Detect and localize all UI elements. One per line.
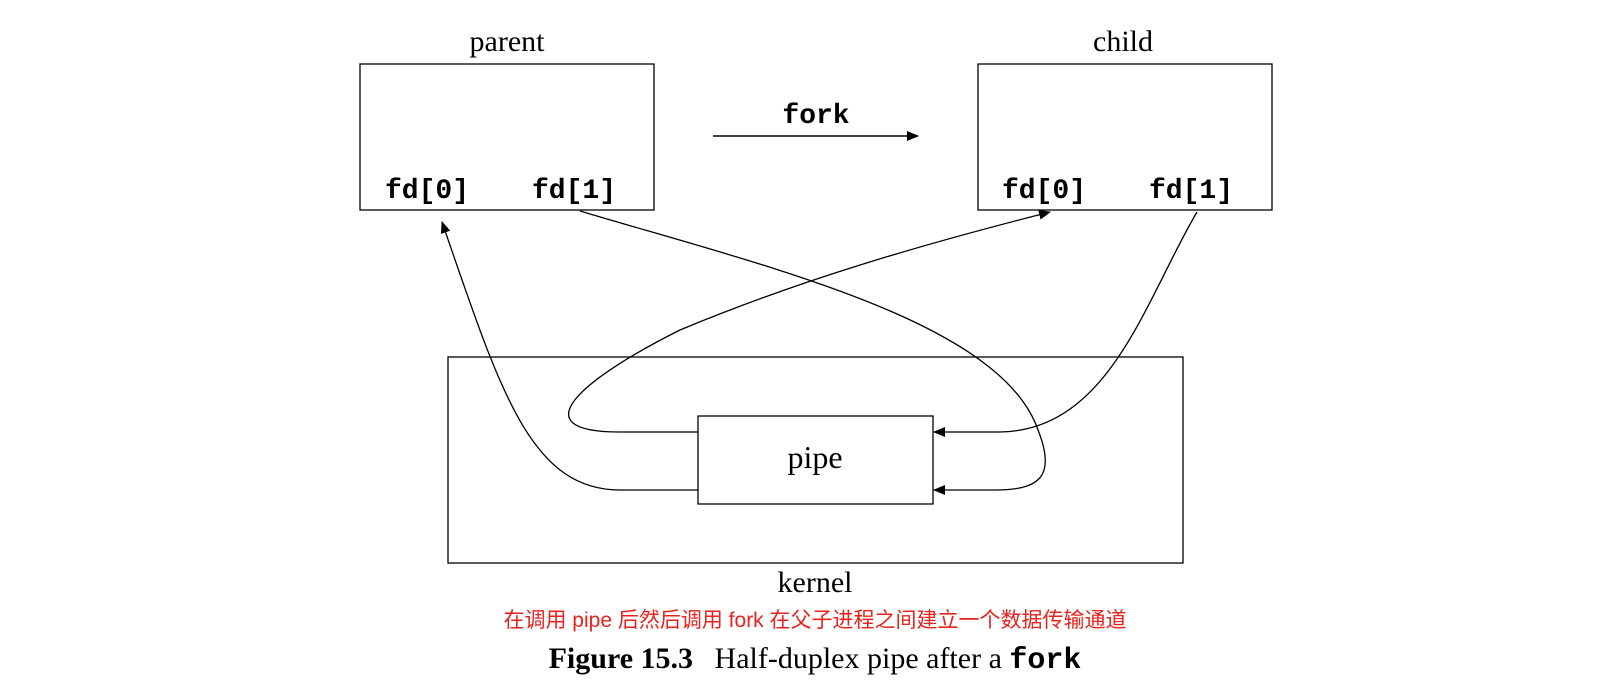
fork-label: fork: [782, 101, 849, 132]
parent-fd1-label: fd[1]: [532, 176, 616, 207]
parent-read-curve: [440, 221, 698, 491]
parent-process-box: [359, 63, 655, 211]
pipe-box: [697, 415, 934, 505]
child-label: child: [1093, 25, 1153, 58]
parent-fd0-label: fd[0]: [385, 176, 469, 207]
parent-write-curve: [579, 210, 1046, 495]
pipe-label: pipe: [787, 439, 842, 475]
kernel-box: [447, 356, 1184, 564]
caption-code: fork: [1009, 644, 1081, 678]
kernel-label: kernel: [778, 566, 853, 599]
caption-figure-number: Figure 15.3: [549, 642, 693, 675]
child-fd1-label: fd[1]: [1149, 176, 1233, 207]
parent-label: parent: [470, 25, 546, 58]
annotation-text: 在调用 pipe 后然后调用 fork 在父子进程之间建立一个数据传输通道: [503, 609, 1126, 632]
figure-caption: Figure 15.3 Half-duplex pipe after a for…: [549, 642, 1082, 678]
child-read-curve: [568, 209, 1051, 433]
child-write-curve: [933, 211, 1198, 437]
child-process-box: [977, 63, 1273, 211]
caption-text: Half-duplex pipe after a: [715, 642, 1010, 675]
child-fd0-label: fd[0]: [1002, 176, 1086, 207]
